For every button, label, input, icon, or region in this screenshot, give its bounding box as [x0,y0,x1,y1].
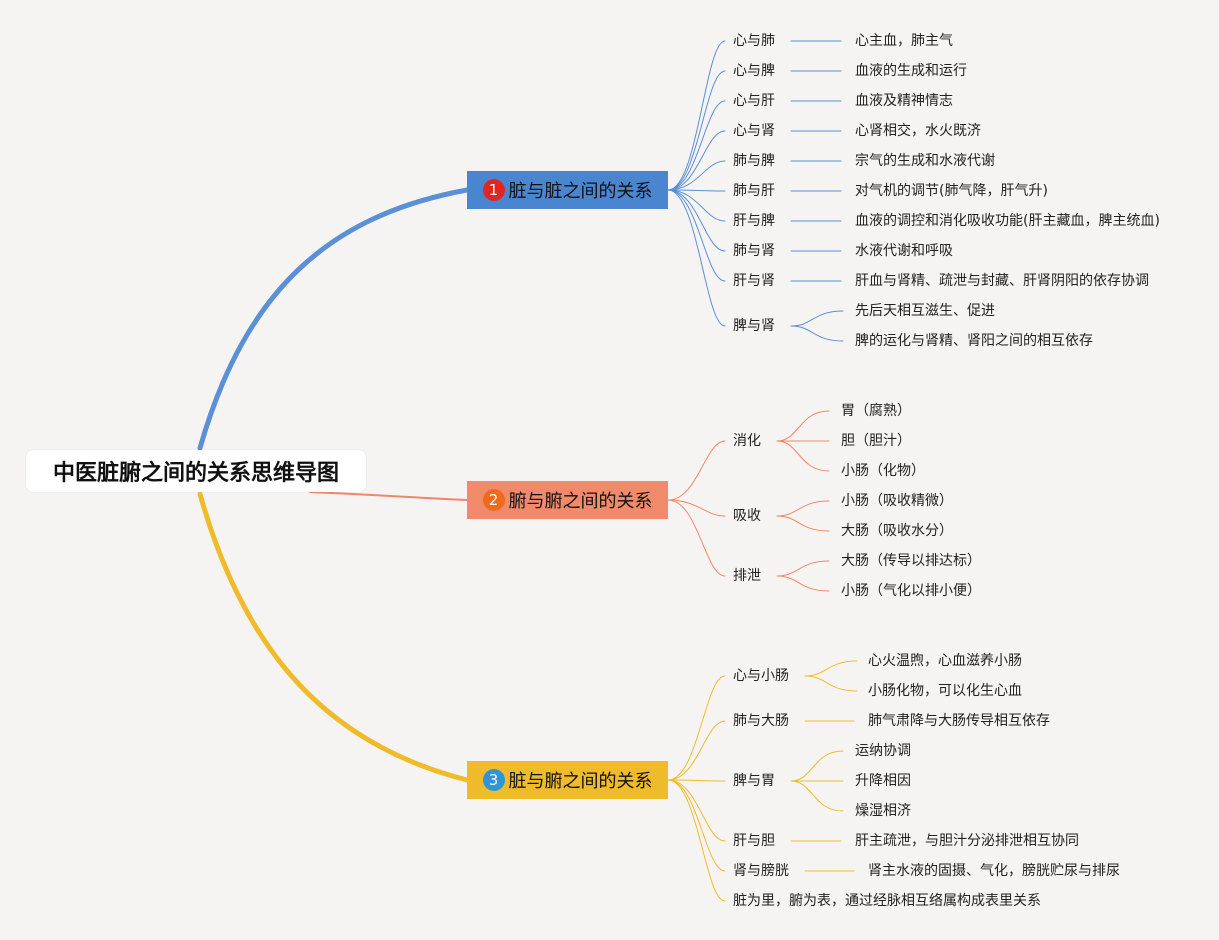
branch-label: 脏与脏之间的关系 [508,181,653,202]
detail-topic[interactable]: 大肠（吸收水分） [841,523,953,539]
detail-topic[interactable]: 血液的调控和消化吸收功能(肝主藏血，脾主统血) [855,213,1160,229]
child-topic[interactable]: 脾与肾 [733,318,775,334]
branch-1-to-child-link [667,189,726,282]
branch-label: 脏与腑之间的关系 [508,771,653,792]
branch-label: 腑与腑之间的关系 [508,491,653,512]
root-topic[interactable]: 中医脏腑之间的关系思维导图 [26,450,366,492]
child-topic[interactable]: 脏为里，腑为表，通过经脉相互络属构成表里关系 [733,893,1041,909]
child-topic[interactable]: 吸收 [733,508,761,524]
child-to-detail-link [804,675,858,692]
branch-1-to-child-link [667,160,726,191]
child-to-detail-link [790,310,844,327]
branch-1-to-child-link [667,70,726,191]
detail-topic[interactable]: 升降相因 [855,773,911,789]
detail-topic[interactable]: 先后天相互滋生、促进 [855,303,995,319]
branch-1-to-child-link [667,40,726,191]
detail-topic[interactable]: 对气机的调节(肺气降，肝气升) [855,183,1048,199]
detail-topic[interactable]: 燥湿相济 [855,803,911,819]
detail-topic[interactable]: 小肠化物，可以化生心血 [868,683,1022,699]
child-topic[interactable]: 肺与大肠 [733,713,789,729]
detail-topic[interactable]: 血液及精神情志 [855,93,953,109]
detail-topic[interactable]: 胆（胆汁） [841,433,911,449]
child-topic[interactable]: 消化 [733,433,761,449]
child-topic[interactable]: 肺与脾 [733,153,775,169]
child-topic[interactable]: 心与肝 [733,93,775,109]
child-topic[interactable]: 心与脾 [733,63,775,79]
child-to-detail-link [804,660,858,677]
branch-3-to-child-link [667,779,726,872]
branch-3-to-child-link [667,779,726,782]
detail-topic[interactable]: 大肠（传导以排达标） [841,553,981,569]
child-topic[interactable]: 肝与脾 [733,213,775,229]
detail-topic[interactable]: 肝主疏泄，与胆汁分泌排泄相互协同 [855,833,1079,849]
branch-2-to-child-link [667,440,726,501]
child-topic[interactable]: 肝与肾 [733,273,775,289]
branch-1-to-child-link [667,189,726,252]
branch-3-to-child-link [667,720,726,781]
detail-topic[interactable]: 血液的生成和运行 [855,63,967,79]
branch-3-to-child-link [667,779,726,842]
branch-zang-zang[interactable]: 1 脏与脏之间的关系 [467,171,668,209]
detail-topic[interactable]: 肺气肃降与大肠传导相互依存 [868,713,1050,729]
child-topic[interactable]: 肺与肾 [733,243,775,259]
detail-topic[interactable]: 心肾相交，水火既济 [855,123,981,139]
child-to-detail-link [776,515,830,532]
branch-1-to-child-link [667,189,726,192]
detail-topic[interactable]: 小肠（吸收精微） [841,493,953,509]
child-topic[interactable]: 肾与膀胱 [733,863,789,879]
detail-topic[interactable]: 脾的运化与肾精、肾阳之间的相互依存 [855,333,1093,349]
detail-topic[interactable]: 运纳协调 [855,743,911,759]
branch-2-to-child-link [667,499,726,577]
child-to-detail-link [790,325,844,342]
detail-topic[interactable]: 小肠（化物） [841,463,925,479]
child-topic[interactable]: 排泄 [733,568,761,584]
child-to-detail-link [776,560,830,577]
detail-topic[interactable]: 肝血与肾精、疏泄与封藏、肝肾阴阳的依存协调 [855,273,1149,289]
branch-1-to-child-link [667,189,726,327]
root-to-branch-2-curve [309,491,468,501]
child-to-detail-link [776,440,830,472]
number-badge-1: 1 [482,179,505,201]
number-badge-2: 2 [482,489,505,511]
number-badge-3: 3 [482,769,505,791]
root-to-branch-3-curve [197,491,470,783]
detail-topic[interactable]: 肾主水液的固摄、气化，膀胱贮尿与排尿 [868,863,1120,879]
branch-fu-fu[interactable]: 2 腑与腑之间的关系 [467,481,668,519]
child-to-detail-link [790,750,844,782]
child-to-detail-link [776,410,830,442]
branch-3-to-child-link [667,779,726,902]
detail-topic[interactable]: 宗气的生成和水液代谢 [855,153,995,169]
child-topic[interactable]: 肝与胆 [733,833,775,849]
child-topic[interactable]: 心与肺 [733,33,775,49]
child-topic[interactable]: 肺与肝 [733,183,775,199]
root-title: 中医脏腑之间的关系思维导图 [52,461,339,486]
root-to-branch-1-curve [197,187,470,451]
branch-1-to-child-link [667,189,726,222]
child-topic[interactable]: 心与小肠 [733,668,789,684]
branch-2-to-child-link [667,499,726,517]
child-topic[interactable]: 心与肾 [733,123,775,139]
child-topic[interactable]: 脾与胃 [733,773,775,789]
child-to-detail-link [776,500,830,517]
child-to-detail-link [776,575,830,592]
branch-3-to-child-link [667,675,726,781]
child-to-detail-link [790,780,844,812]
detail-topic[interactable]: 小肠（气化以排小便） [841,583,981,599]
branch-1-to-child-link [667,100,726,191]
branch-zang-fu[interactable]: 3 脏与腑之间的关系 [467,761,668,799]
detail-topic[interactable]: 心火温煦，心血滋养小肠 [868,653,1022,669]
detail-topic[interactable]: 心主血，肺主气 [855,33,953,49]
branch-1-to-child-link [667,130,726,191]
detail-topic[interactable]: 胃（腐熟） [841,403,911,419]
detail-topic[interactable]: 水液代谢和呼吸 [855,243,953,259]
